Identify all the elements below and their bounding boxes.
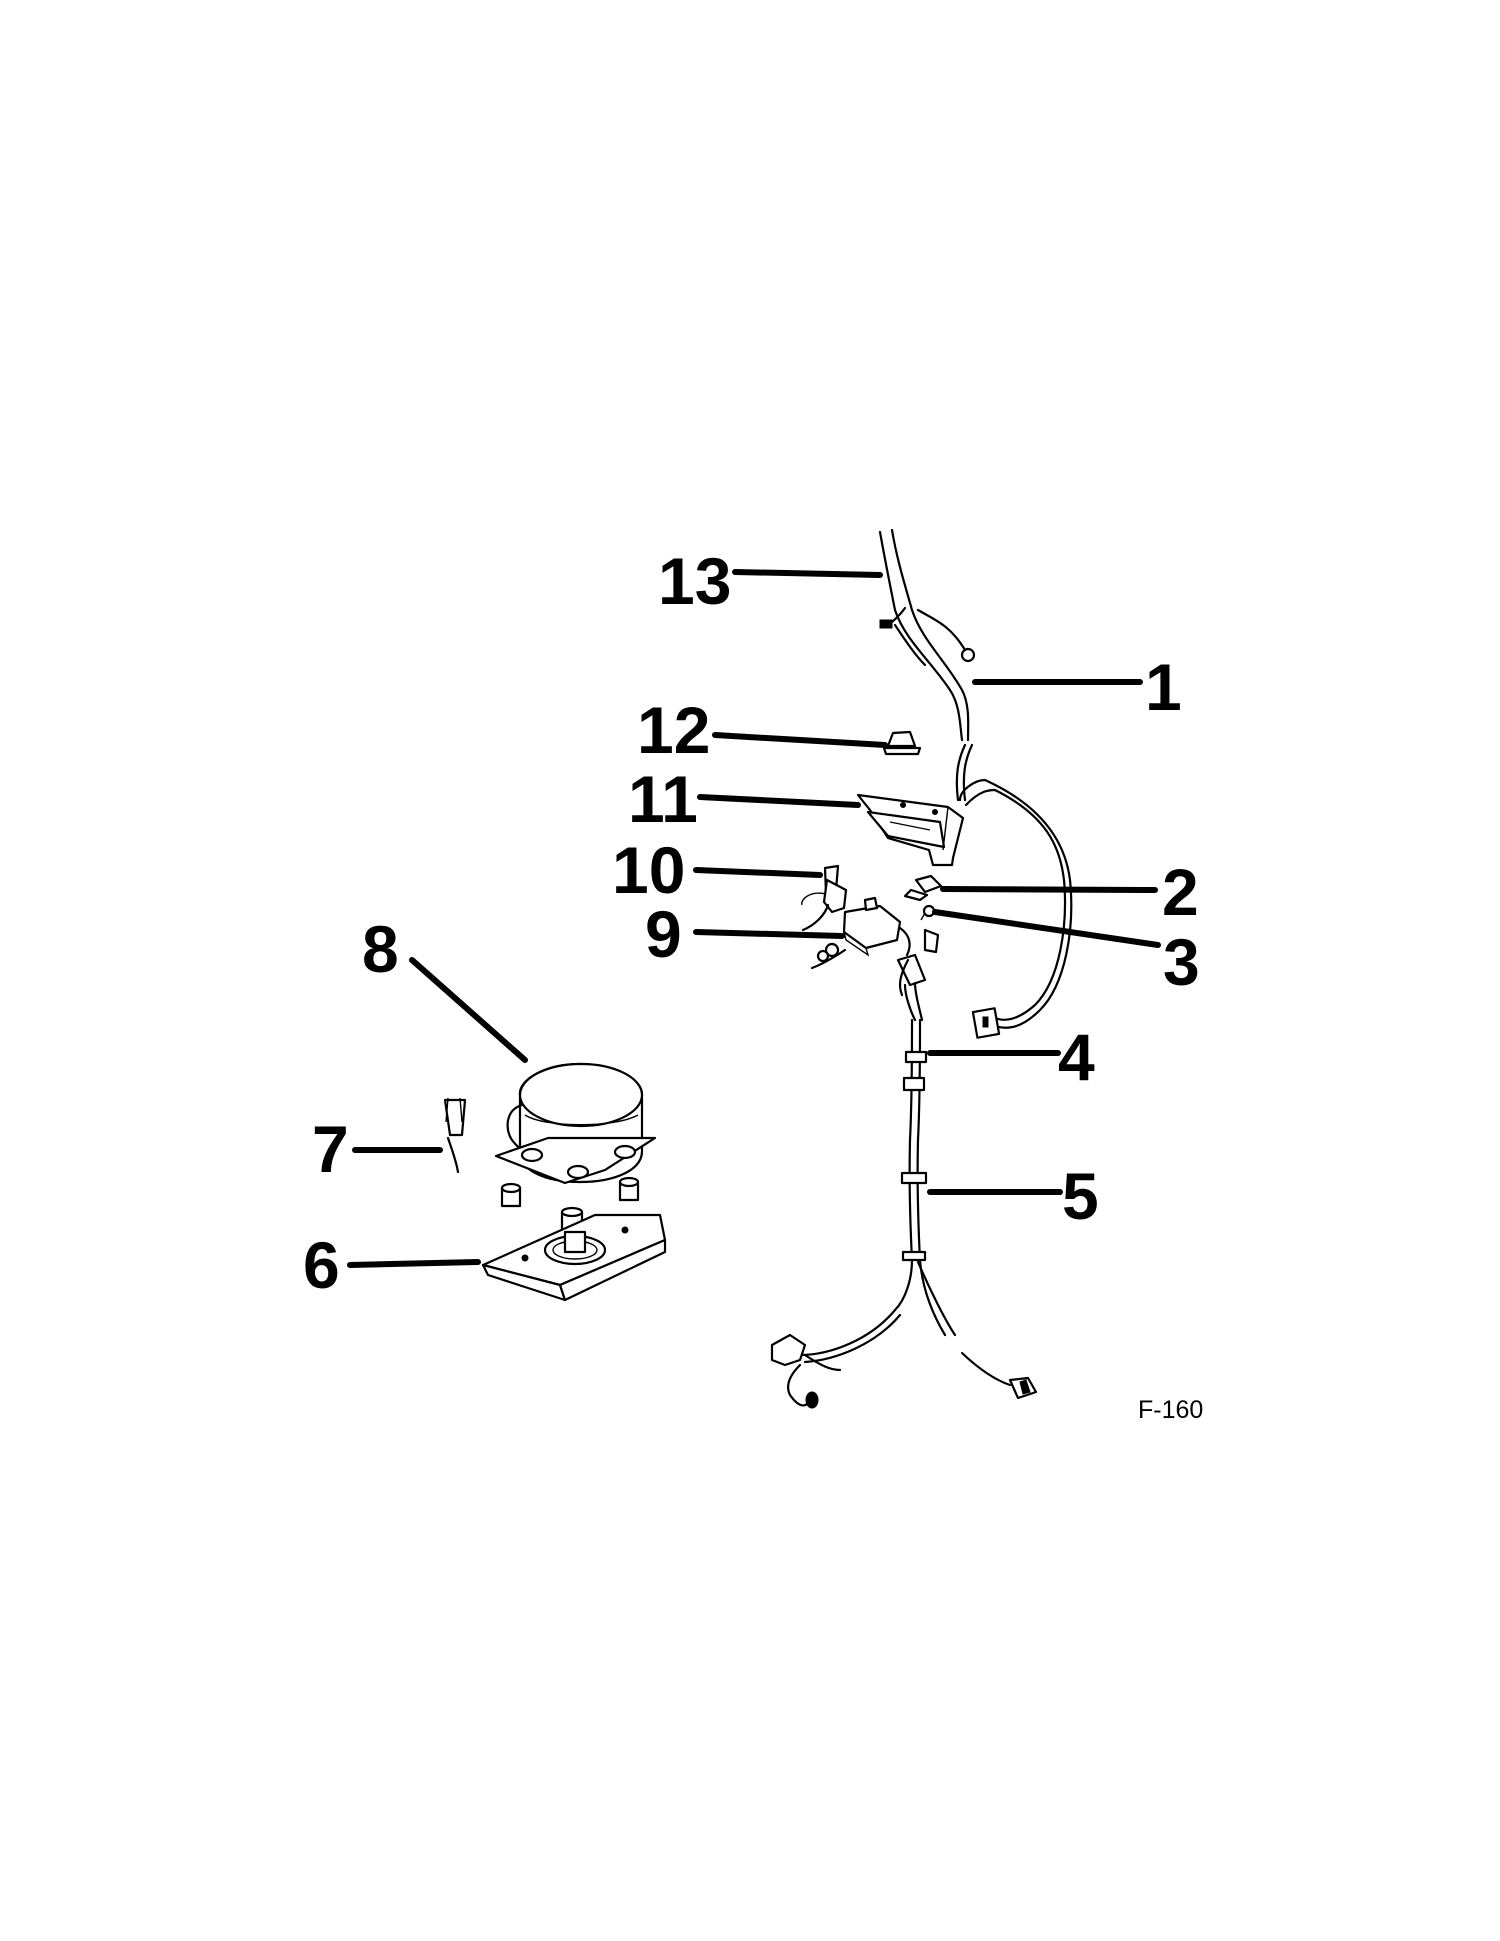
- callout-4: 4: [1058, 1020, 1095, 1094]
- callout-12: 12: [637, 693, 710, 767]
- leader-8: [409, 957, 528, 1063]
- leader-13: [732, 569, 883, 578]
- leader-12: [712, 732, 888, 748]
- overload-protector: [801, 864, 848, 932]
- compressor: [494, 1062, 657, 1185]
- callout-13: 13: [658, 544, 731, 618]
- base-plate: [481, 1213, 667, 1302]
- upper-wire-harness: [878, 528, 976, 802]
- callout-1: 1: [1145, 650, 1182, 724]
- control-box-cover: [856, 793, 965, 867]
- lower-wire-harness: [770, 953, 1038, 1409]
- start-relay: [810, 896, 911, 970]
- leader-6: [347, 1259, 481, 1268]
- main-power-cord-loop: [958, 778, 1073, 1039]
- callout-3: 3: [1163, 925, 1200, 999]
- callout-8: 8: [362, 912, 399, 986]
- figure-code: F-160: [1138, 1396, 1203, 1424]
- leader-2: [940, 886, 1158, 893]
- callout-2: 2: [1162, 855, 1199, 929]
- leader-9: [693, 929, 845, 939]
- callout-9: 9: [645, 897, 682, 971]
- callout-7: 7: [312, 1112, 349, 1186]
- callout-10: 10: [612, 833, 685, 907]
- leader-10: [693, 867, 823, 878]
- mounting-grommets: [500, 1176, 640, 1234]
- callout-11: 11: [628, 762, 698, 836]
- leader-11: [697, 794, 861, 808]
- callout-6: 6: [303, 1228, 340, 1302]
- leader-3: [932, 909, 1161, 948]
- callout-5: 5: [1062, 1159, 1099, 1233]
- leader-lines: [347, 569, 1161, 1268]
- relay-clip: [903, 874, 943, 902]
- spring-clip: [443, 1097, 467, 1174]
- grommet-cap: [882, 730, 922, 756]
